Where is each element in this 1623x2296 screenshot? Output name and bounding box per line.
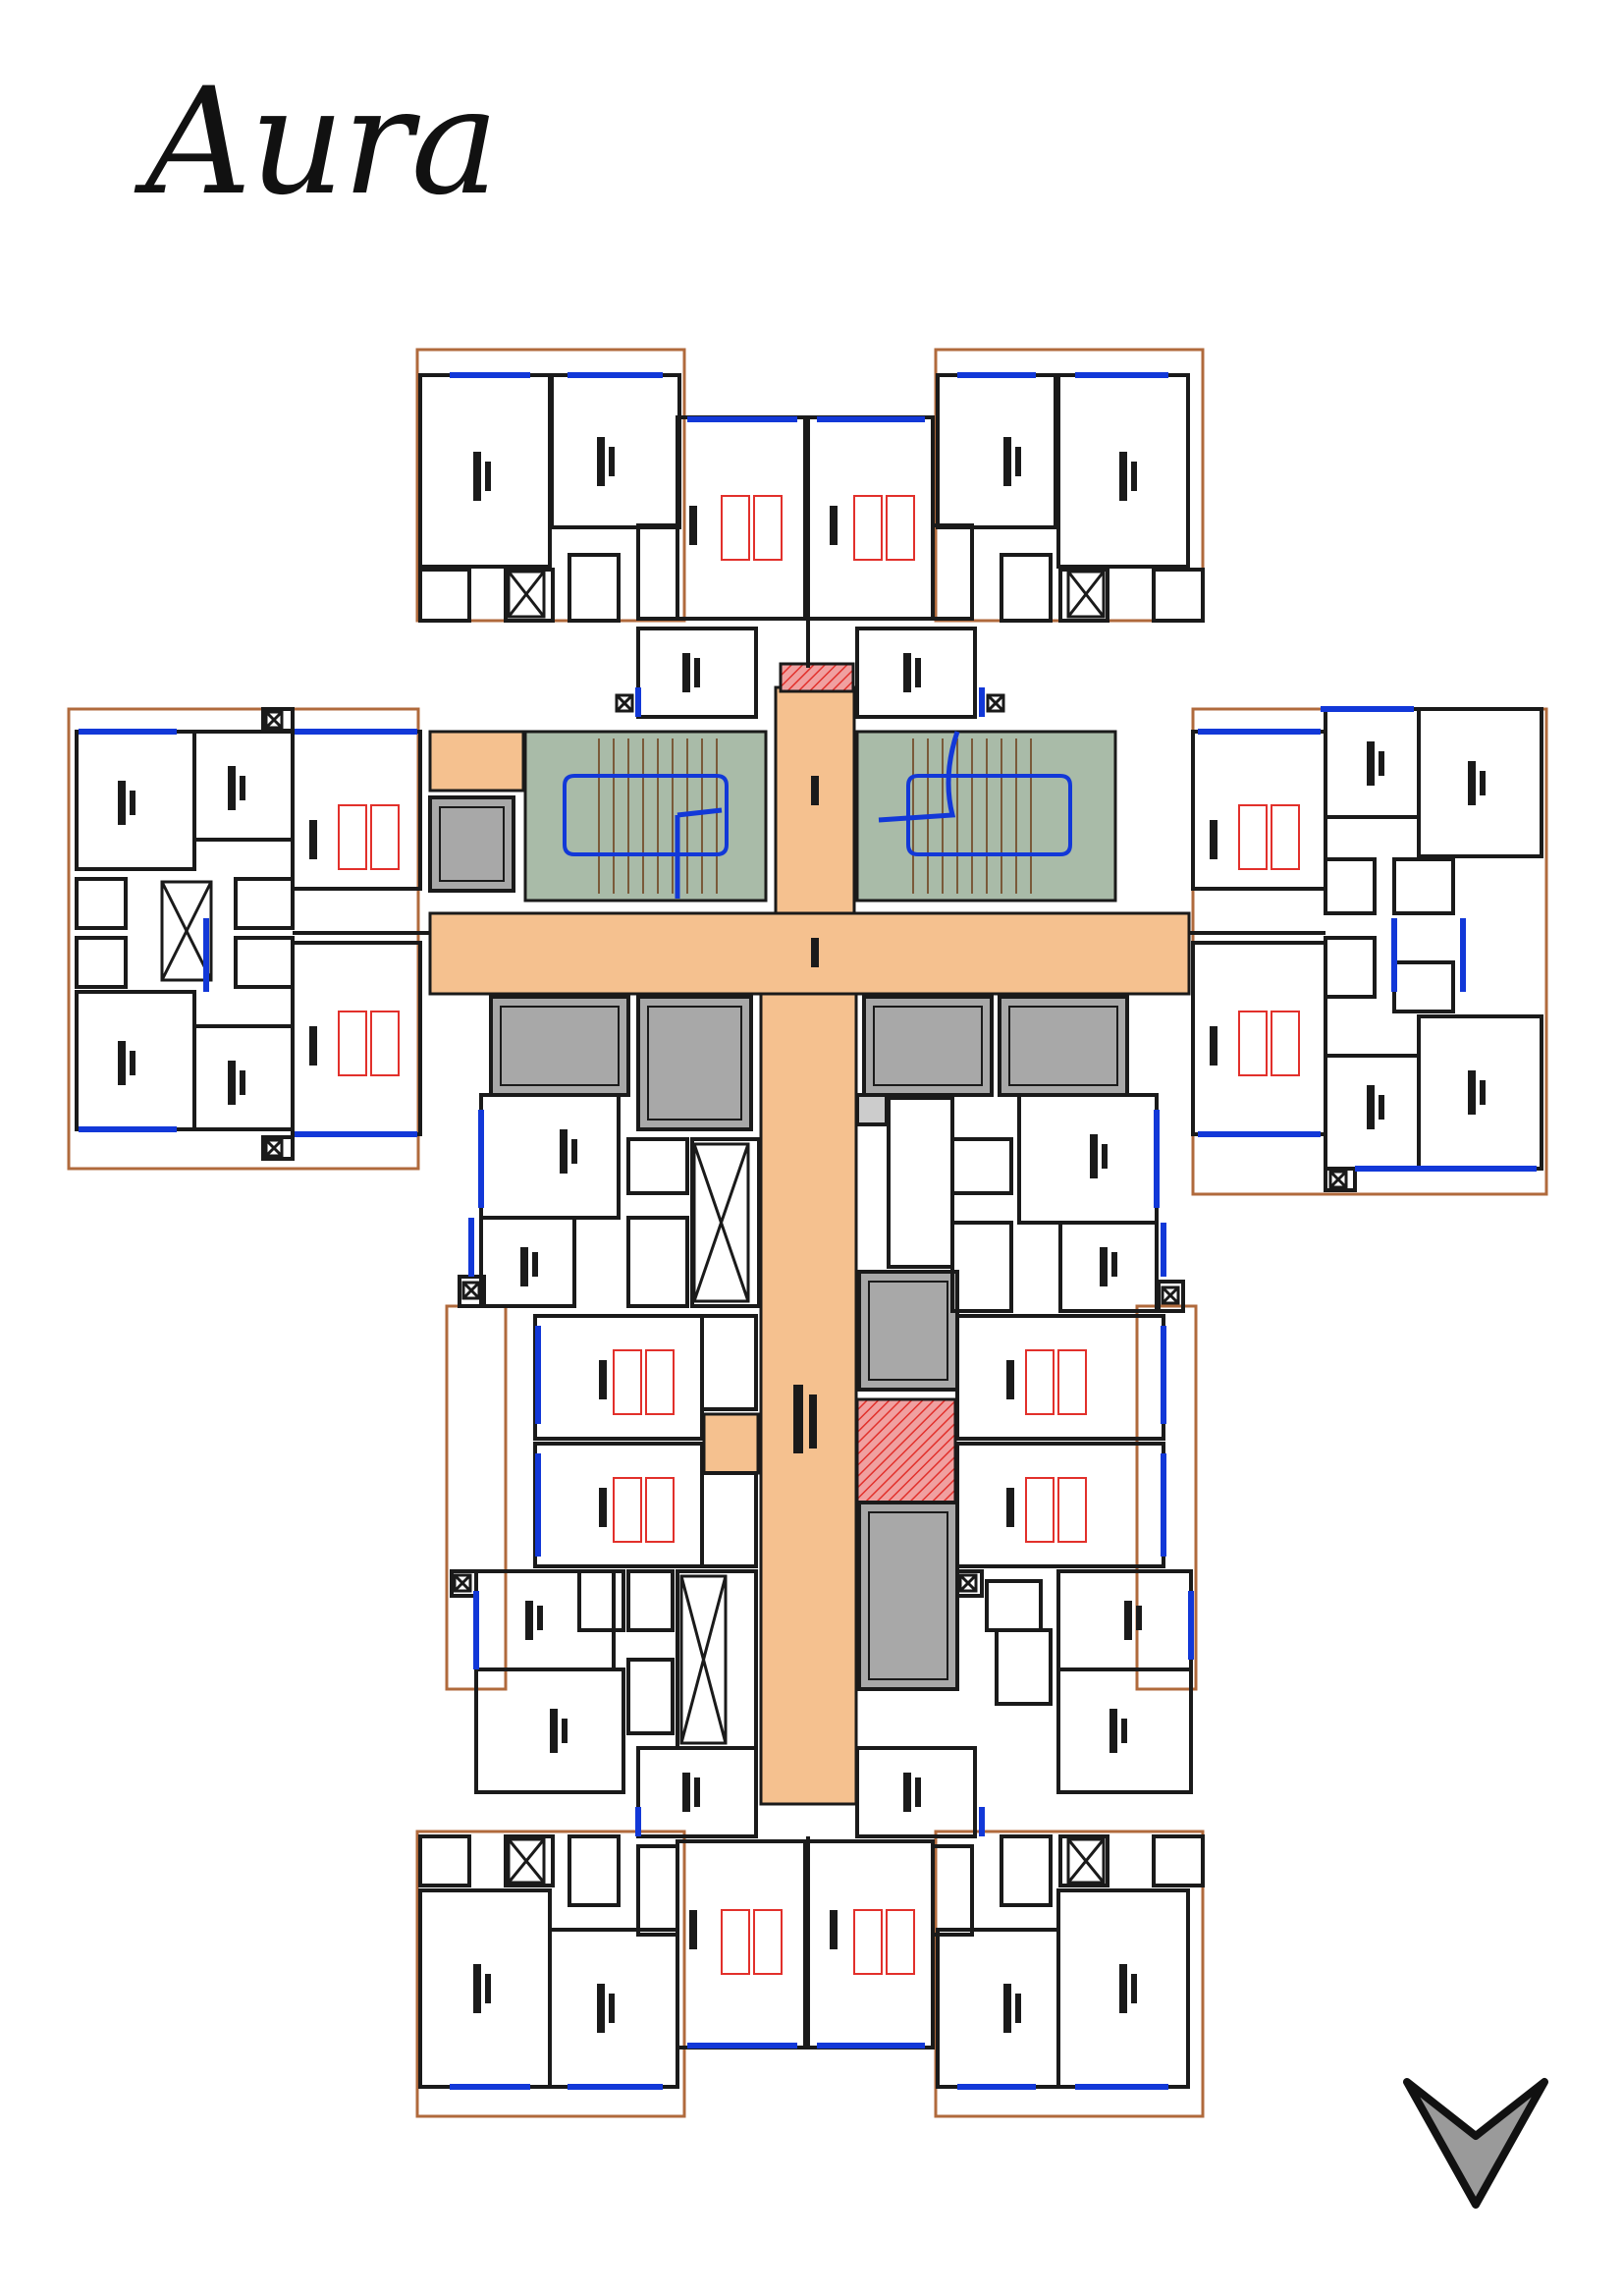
unit-bottom-left [418, 1746, 807, 2089]
staircase-right [855, 730, 1117, 902]
unit-middle-left-lower [450, 1569, 758, 1794]
unit-bottom-right [805, 1746, 1205, 2089]
unit-middle-right-living [955, 1314, 1165, 1568]
staircase-left [523, 730, 768, 902]
windows [79, 372, 1537, 2090]
area-labels [338, 495, 1300, 1975]
lobby-area [428, 685, 1191, 1806]
unit-middle-right-lower [955, 1569, 1193, 1794]
page-title: Aura [145, 57, 499, 228]
unit-middle-left-living [533, 1314, 758, 1568]
room-label-marks [118, 437, 1486, 2033]
unit-middle-right-upper [887, 1093, 1185, 1313]
unit-top-right [805, 373, 1205, 719]
north-arrow-icon [1403, 2078, 1548, 2209]
lift-shafts [428, 795, 1129, 1691]
hatched-core [779, 662, 957, 1504]
dividers [293, 417, 1325, 2048]
duct-shafts [160, 570, 1348, 1885]
unit-right-wing [1191, 707, 1543, 1192]
